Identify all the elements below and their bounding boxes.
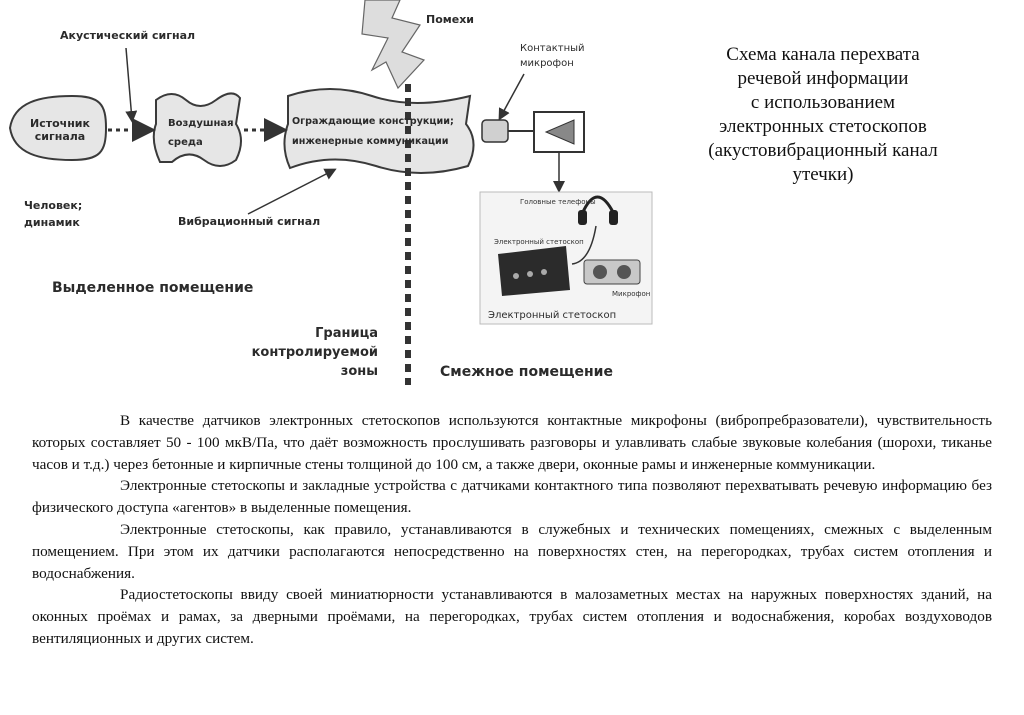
label-adjacent-room: Смежное помещение xyxy=(440,364,613,380)
photo-label-headphones: Головные телефоны xyxy=(520,198,596,206)
amplifier-triangle-icon xyxy=(544,119,575,145)
paragraph: Электронные стетоскопы и закладные устро… xyxy=(32,477,992,517)
label-vibration-signal: Вибрационный сигнал xyxy=(178,215,321,228)
structures-shape xyxy=(283,88,475,174)
label-enclosing-structures: Ограждающие конструкции; инженерные комм… xyxy=(292,116,454,147)
body-text: В качестве датчиков электронных стетоско… xyxy=(32,410,992,650)
recorder-icon xyxy=(583,259,641,285)
air-medium-shape xyxy=(152,92,242,167)
label-signal-source: Источник сигнала xyxy=(30,117,90,143)
label-zone-boundary: Граница контролируемой зоны xyxy=(251,326,378,379)
photo-label-stethoscope: Электронный стетоскоп xyxy=(494,238,584,246)
label-acoustic-signal: Акустический сигнал xyxy=(60,29,196,42)
source-shape xyxy=(8,94,108,162)
microphone-icon xyxy=(481,119,509,143)
headphones-icon xyxy=(580,195,616,215)
diagram-graphics xyxy=(8,0,653,385)
label-air-medium: Воздушная среда xyxy=(168,118,234,148)
slide-title: Схема канала перехвата речевой информаци… xyxy=(708,44,938,185)
interception-diagram: Акустический сигнал Помехи Контактный ми… xyxy=(0,0,660,395)
paragraph: Электронные стетоскопы, как правило, уст… xyxy=(32,520,992,582)
label-electronic-stethoscope: Электронный стетоскоп xyxy=(488,310,617,321)
label-noise: Помехи xyxy=(426,13,475,26)
label-human-speaker: Человек; динамик xyxy=(24,199,83,229)
label-dedicated-room: Выделенное помещение xyxy=(52,280,254,296)
microphone-pointer xyxy=(498,73,525,121)
stethoscope-device-icon xyxy=(498,246,570,296)
lightning-icon xyxy=(361,0,426,90)
vibration-pointer xyxy=(247,168,337,215)
photo-label-microphone: Микрофон xyxy=(612,290,651,298)
acoustic-pointer xyxy=(125,47,138,123)
paragraph: В качестве датчиков электронных стетоско… xyxy=(32,412,992,473)
label-contact-microphone: Контактный микрофон xyxy=(520,43,585,69)
paragraph: Радиостетоскопы ввиду своей миниатюрност… xyxy=(32,586,992,647)
